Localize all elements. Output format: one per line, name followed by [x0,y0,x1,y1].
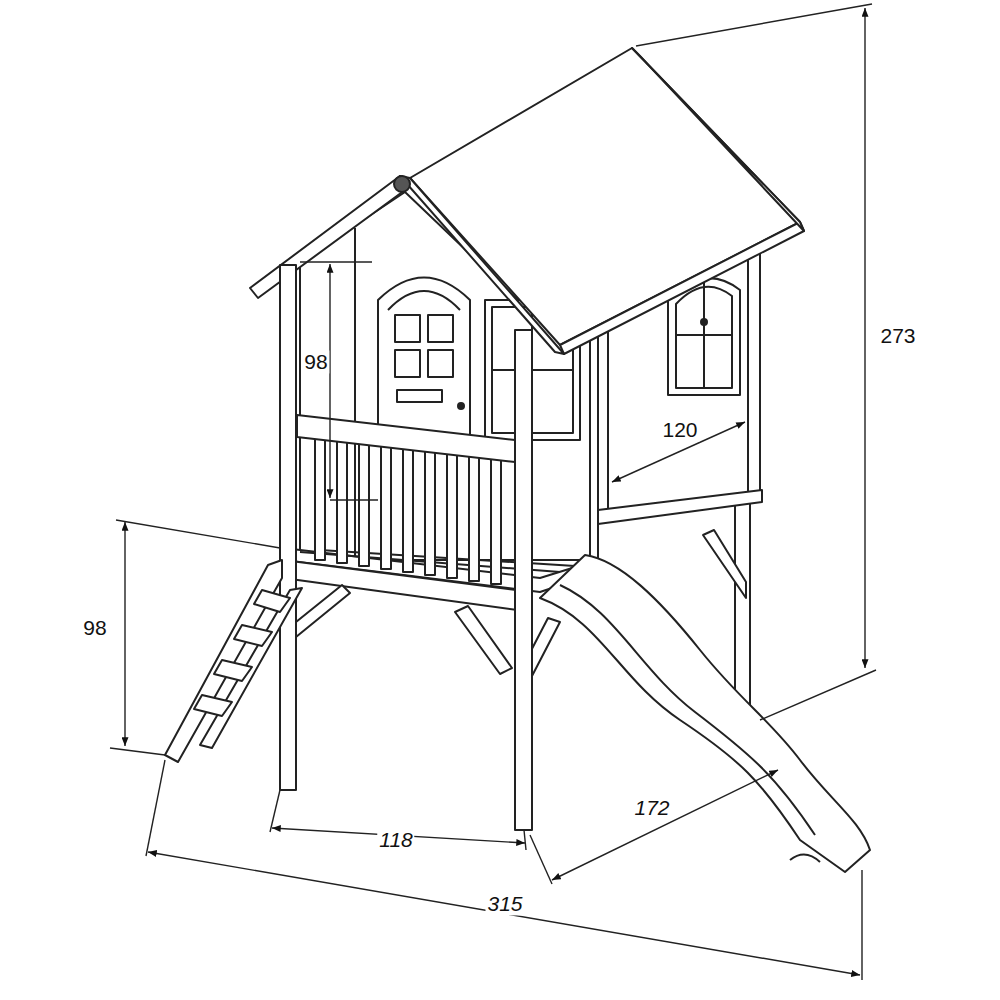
dimension-label: 120 [660,418,699,441]
dimension-label: 98 [302,350,329,373]
dimension-label: 315 [485,892,524,915]
dimension-label: 172 [632,796,671,819]
dimension-label: 273 [878,324,917,347]
dimension-label: 98 [81,616,108,639]
dimension-label: 118 [377,828,414,851]
